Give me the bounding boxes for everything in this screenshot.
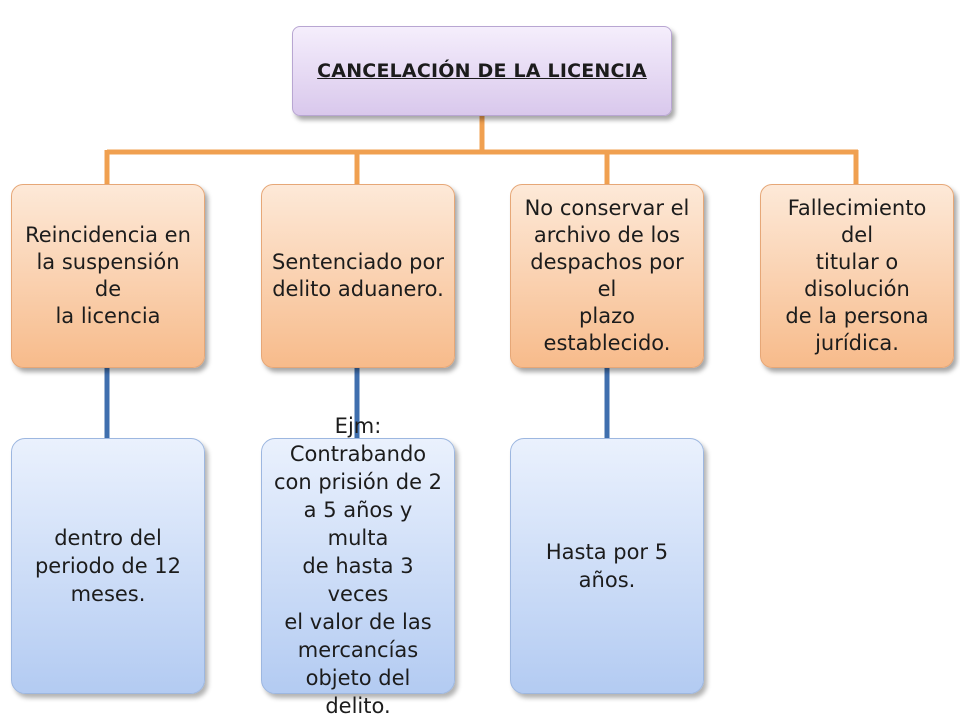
title-box: CANCELACIÓN DE LA LICENCIA — [292, 26, 672, 116]
cause-text: Fallecimiento del titular o disolución d… — [785, 196, 929, 355]
cause-box-fallecimiento: Fallecimiento del titular o disolución d… — [760, 184, 954, 368]
cause-text: Sentenciado por delito aduanero. — [272, 250, 444, 301]
detail-box-periodo: dentro del periodo de 12 meses. — [11, 438, 205, 694]
detail-box-contrabando: Ejm: Contrabando con prisión de 2 a 5 añ… — [261, 414, 455, 718]
title-text: CANCELACIÓN DE LA LICENCIA — [317, 60, 647, 82]
detail-text: dentro del periodo de 12 meses. — [34, 526, 182, 606]
cause-box-archivo: No conservar el archivo de los despachos… — [510, 184, 704, 368]
cause-box-reincidencia: Reincidencia en la suspensión de la lice… — [11, 184, 205, 368]
detail-text: Hasta por 5 años. — [545, 540, 669, 592]
cause-box-sentenciado: Sentenciado por delito aduanero. — [261, 184, 455, 368]
cause-text: No conservar el archivo de los despachos… — [524, 196, 690, 355]
cause-text: Reincidencia en la suspensión de la lice… — [25, 223, 191, 328]
detail-box-plazo: Hasta por 5 años. — [510, 438, 704, 694]
detail-text: Ejm: Contrabando con prisión de 2 a 5 añ… — [273, 414, 443, 718]
